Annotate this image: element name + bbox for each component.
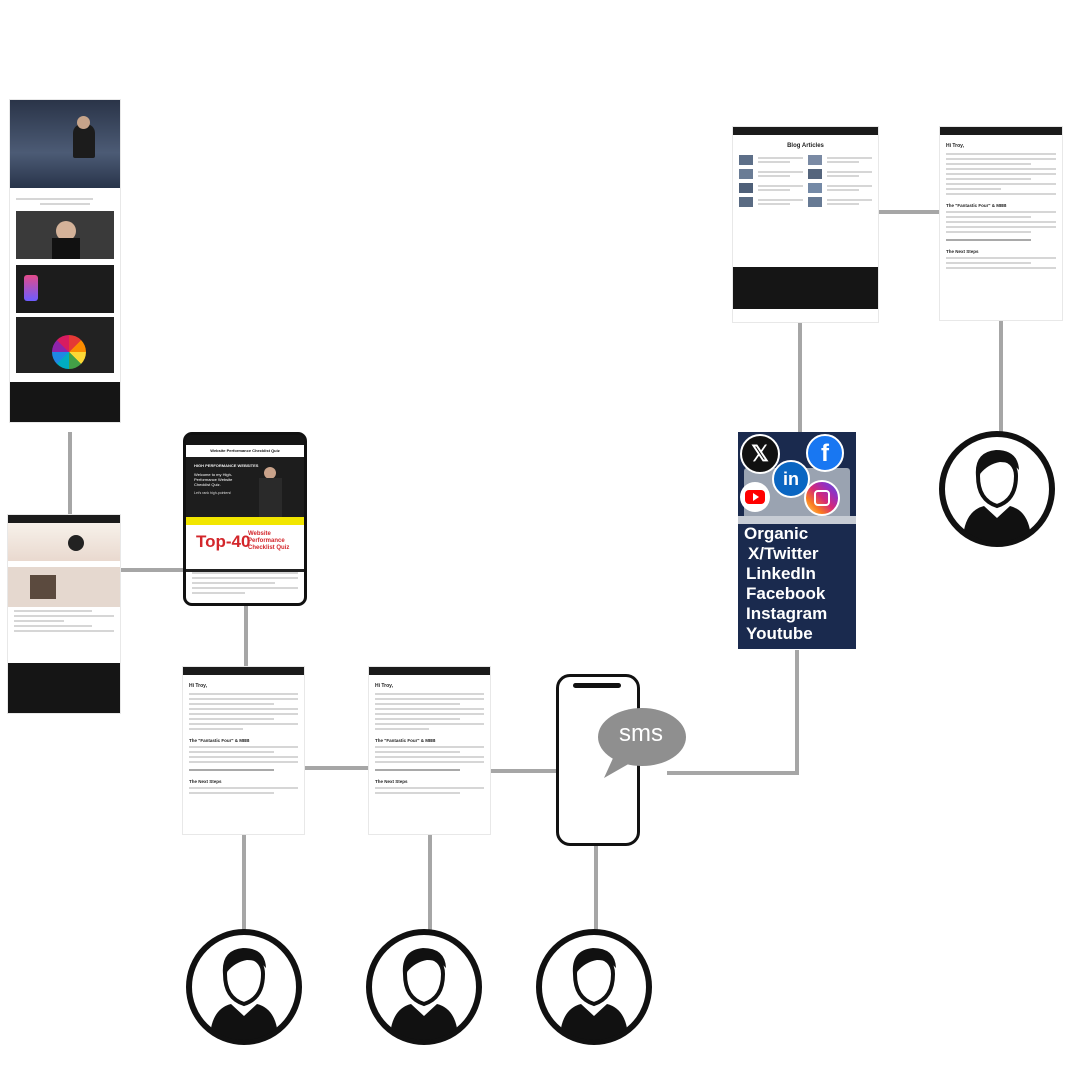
organic-social-card: 𝕏 f in Organic X/Twitter LinkedIn Facebo…: [738, 432, 856, 649]
sms-bubble-icon: [598, 708, 686, 778]
facebook-icon: f: [806, 434, 844, 472]
social-line-youtube: Youtube: [746, 624, 813, 643]
social-line-facebook: Facebook: [746, 584, 826, 603]
sms-label: sms: [619, 720, 663, 747]
quiz-highlight-bar: [186, 517, 304, 525]
social-line-instagram: Instagram: [746, 604, 828, 623]
blog-title: Blog Articles: [787, 143, 824, 149]
quiz-subline: Let's rank high-pointers!: [194, 491, 232, 495]
linkedin-icon: in: [772, 460, 810, 498]
social-line-linkedin: LinkedIn: [746, 564, 816, 583]
video-block: [16, 211, 114, 259]
landing-page-thumbnail: [10, 100, 120, 422]
x-logo-icon: 𝕏: [740, 434, 780, 474]
person-avatar-icon: [186, 929, 302, 1045]
email-3-greeting: Hi Troy,: [946, 143, 964, 149]
quiz-banner: HIGH PERFORMANCE WEBSITES: [194, 463, 259, 468]
quiz-hero: HIGH PERFORMANCE WEBSITES Welcome to my …: [186, 457, 304, 517]
quiz-cta-text: Website Performance Checklist Quiz: [248, 531, 290, 551]
quiz-cta-number: Top-40: [196, 532, 251, 551]
quiz-headline: Welcome to my High-Performance Website C…: [194, 472, 233, 487]
page-footer: [10, 382, 120, 422]
email-1-heading: The "Fantastic Four" & MBB: [189, 738, 250, 743]
email-1-greeting: Hi Troy,: [189, 683, 207, 689]
optin-page-thumbnail: [8, 515, 120, 713]
person-avatar-icon: [536, 929, 652, 1045]
youtube-icon: [740, 482, 770, 512]
quiz-page-tablet: Website Performance Checklist Quiz HIGH …: [183, 432, 307, 606]
social-line-x: X/Twitter: [748, 544, 819, 563]
blog-articles-thumbnail: Blog Articles: [733, 127, 878, 322]
laptop-base: [738, 516, 856, 524]
email-thumbnail-1: Hi Troy, The "Fantastic Four" & MBB The …: [183, 667, 304, 834]
social-line-organic: Organic: [744, 524, 809, 543]
landing-hero: [10, 100, 120, 188]
email-2-next-steps: The Next Steps: [375, 779, 408, 784]
email-1-next-steps: The Next Steps: [189, 779, 222, 784]
email-thumbnail-2: Hi Troy, The "Fantastic Four" & MBB The …: [369, 667, 490, 834]
person-avatar-icon: [366, 929, 482, 1045]
email-3-next-steps: The Next Steps: [946, 249, 979, 254]
email-3-heading: The "Fantastic Four" & MBB: [946, 203, 1007, 208]
quiz-site-label: Website Performance Checklist Quiz: [186, 445, 304, 457]
instagram-icon: [804, 480, 840, 516]
person-avatar-icon: [939, 431, 1055, 547]
seo-wheel-block: [16, 317, 114, 373]
email-2-greeting: Hi Troy,: [375, 683, 393, 689]
social-channel-list: Organic X/Twitter LinkedIn Facebook Inst…: [744, 524, 827, 644]
email-2-heading: The "Fantastic Four" & MBB: [375, 738, 436, 743]
phone-promo-block: [16, 265, 114, 313]
email-thumbnail-3: Hi Troy, The "Fantastic Four" & MBB The …: [940, 127, 1062, 320]
